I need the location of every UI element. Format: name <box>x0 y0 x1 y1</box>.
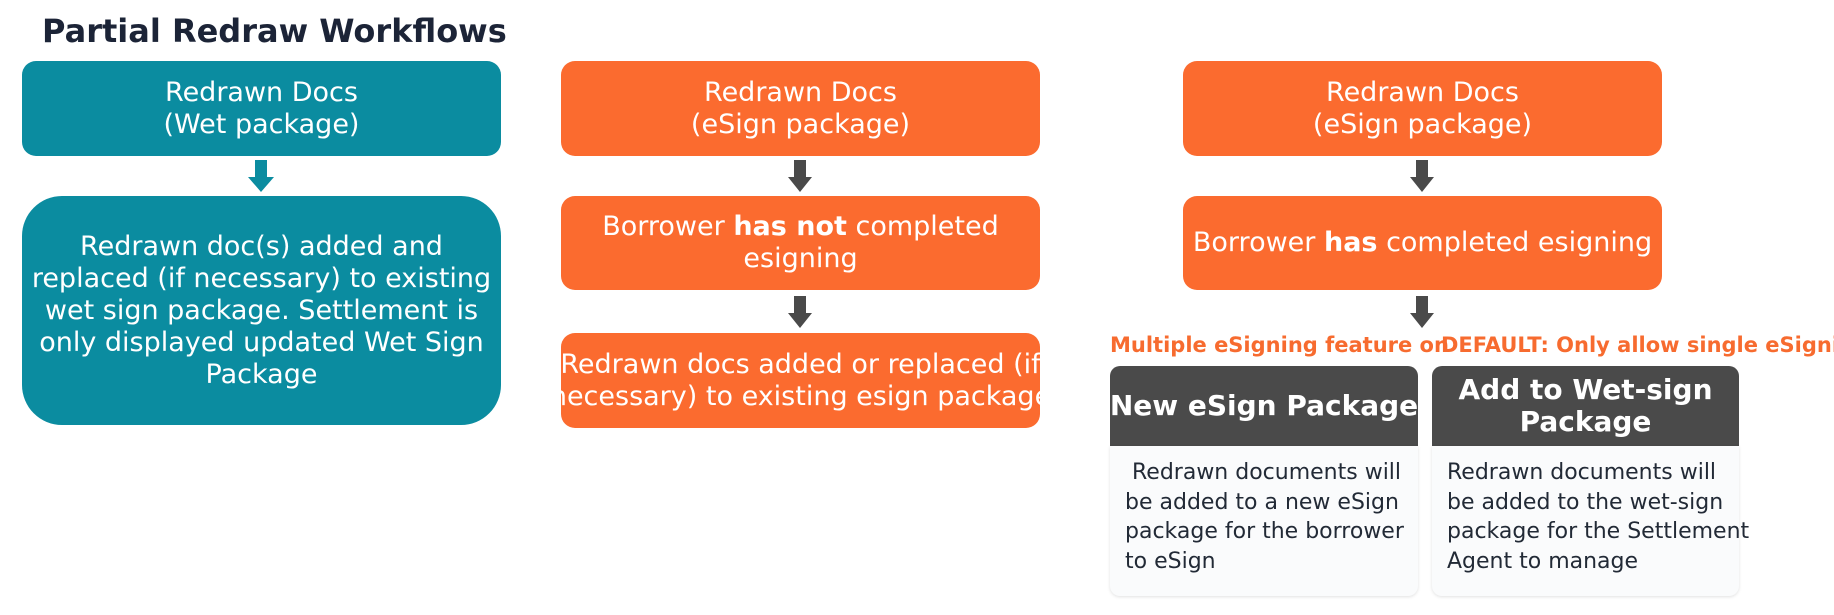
down-arrow-icon <box>1410 160 1434 192</box>
new-esign-package-description: Redrawn documents will be added to a new… <box>1110 446 1418 596</box>
condition-line: Borrower has not completed <box>602 211 999 242</box>
description-line: package for the Settlement <box>1447 519 1750 544</box>
result-line: Redrawn doc(s) added and <box>80 230 443 262</box>
add-to-wet-sign-package-description: Redrawn documents will be added to the w… <box>1432 446 1750 596</box>
condition-line: Borrower has completed esigning <box>1192 227 1653 258</box>
result-line: necessary) to existing esign package <box>549 380 1052 412</box>
description-line: package for the borrower <box>1125 519 1404 544</box>
down-arrow-icon <box>788 296 812 328</box>
default-single-esigning-flag: DEFAULT: Only allow single eSigning <box>1441 333 1834 357</box>
option-label: Add to Wet-sign <box>1458 373 1713 406</box>
node-subtitle: (Wet package) <box>163 108 360 140</box>
esign-added-result-node: Redrawn docs added or replaced (if neces… <box>550 333 1051 428</box>
node-title: Redrawn Docs <box>704 76 897 108</box>
completed-esigning-node: Borrower has completed esigning <box>1183 196 1662 290</box>
result-line: Package <box>205 358 318 390</box>
page-title: Partial Redraw Workflows <box>42 12 507 50</box>
node-subtitle: (eSign package) <box>690 108 911 140</box>
add-to-wet-sign-package-option: Add to Wet-sign Package <box>1432 366 1739 446</box>
down-arrow-icon <box>248 160 274 192</box>
new-esign-package-option: New eSign Package <box>1110 366 1418 446</box>
result-line: replaced (if necessary) to existing <box>31 262 492 294</box>
description-line: be added to the wet-sign <box>1447 489 1724 515</box>
down-arrow-icon <box>788 160 812 192</box>
result-line: only displayed updated Wet Sign <box>39 326 484 358</box>
wet-package-node: Redrawn Docs (Wet package) <box>22 61 501 156</box>
description-line: to eSign <box>1125 548 1216 574</box>
not-completed-esigning-node: Borrower has not completed esigning <box>561 196 1040 290</box>
condition-line: esigning <box>743 243 858 274</box>
description-line: be added to a new eSign <box>1125 489 1399 515</box>
description-line: Redrawn documents will <box>1125 460 1402 485</box>
option-label: New eSign Package <box>1109 389 1419 422</box>
down-arrow-icon <box>1410 296 1434 328</box>
description-line: Agent to manage <box>1447 548 1639 574</box>
esign-package-node: Redrawn Docs (eSign package) <box>561 61 1040 156</box>
option-label: Package <box>1519 405 1652 438</box>
node-subtitle: (eSign package) <box>1312 108 1533 140</box>
result-line: Redrawn docs added or replaced (if <box>560 348 1041 380</box>
multiple-esigning-flag: Multiple eSigning feature on <box>1110 333 1449 357</box>
description-line: Redrawn documents will <box>1447 460 1717 485</box>
node-title: Redrawn Docs <box>165 76 358 108</box>
result-line: wet sign package. Settlement is <box>44 294 479 326</box>
wet-package-result-node: Redrawn doc(s) added and replaced (if ne… <box>22 196 501 425</box>
node-title: Redrawn Docs <box>1326 76 1519 108</box>
esign-package-node: Redrawn Docs (eSign package) <box>1183 61 1662 156</box>
